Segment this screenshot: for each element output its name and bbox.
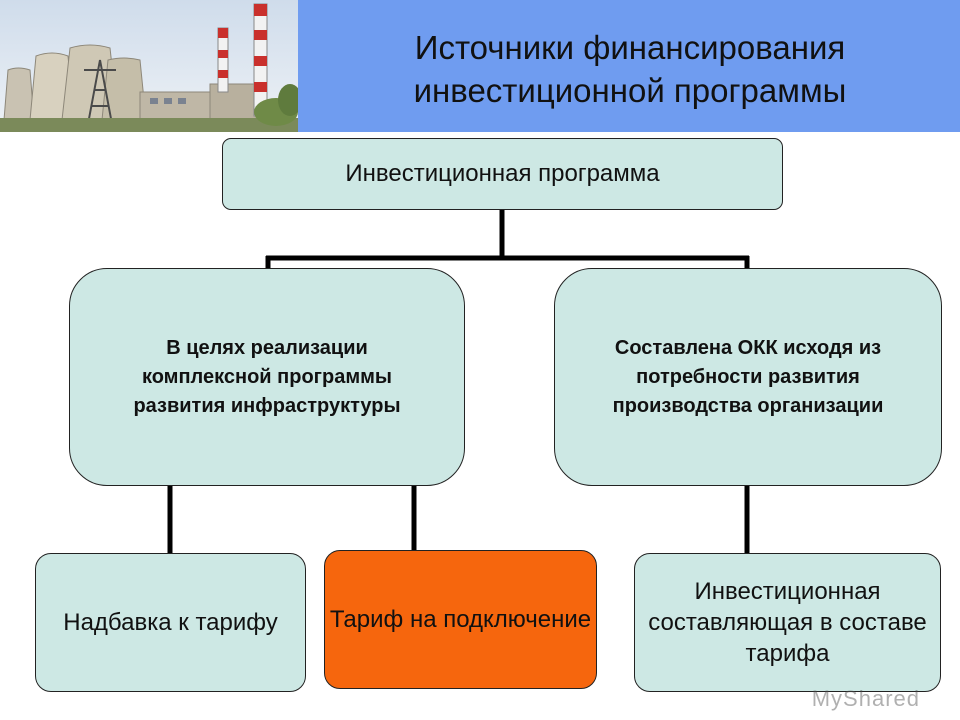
root-node-label: Инвестиционная программа	[345, 160, 660, 187]
page-title: Источники финансирования инвестиционной …	[330, 26, 930, 112]
power-plant-photo	[0, 0, 298, 132]
power-plant-illustration	[0, 0, 298, 132]
leaf-3-label: Инвестиционная составляющая в составе та…	[648, 578, 927, 667]
root-node-investment-program: Инвестиционная программа	[222, 138, 783, 210]
title-line-2: инвестиционной программы	[413, 72, 847, 109]
leaf-2-label: Тариф на подключение	[329, 606, 592, 633]
branch-node-okk: Составлена ОКК исходя из потребности раз…	[554, 268, 942, 486]
leaf-node-connection-tariff: Тариф на подключение	[324, 550, 597, 689]
branch-node-infrastructure: В целях реализации комплексной программы…	[69, 268, 465, 486]
leaf-node-tariff-surcharge: Надбавка к тарифу	[35, 553, 306, 692]
title-line-1: Источники финансирования	[414, 29, 846, 66]
leaf-1-label: Надбавка к тарифу	[63, 609, 278, 636]
branch-left-label: В целях реализации комплексной программы…	[133, 336, 401, 417]
header-band: Источники финансирования инвестиционной …	[0, 0, 960, 132]
watermark: MyShared	[811, 686, 920, 711]
branch-right-label: Составлена ОКК исходя из потребности раз…	[612, 336, 884, 417]
leaf-node-investment-component: Инвестиционная составляющая в составе та…	[634, 553, 941, 692]
